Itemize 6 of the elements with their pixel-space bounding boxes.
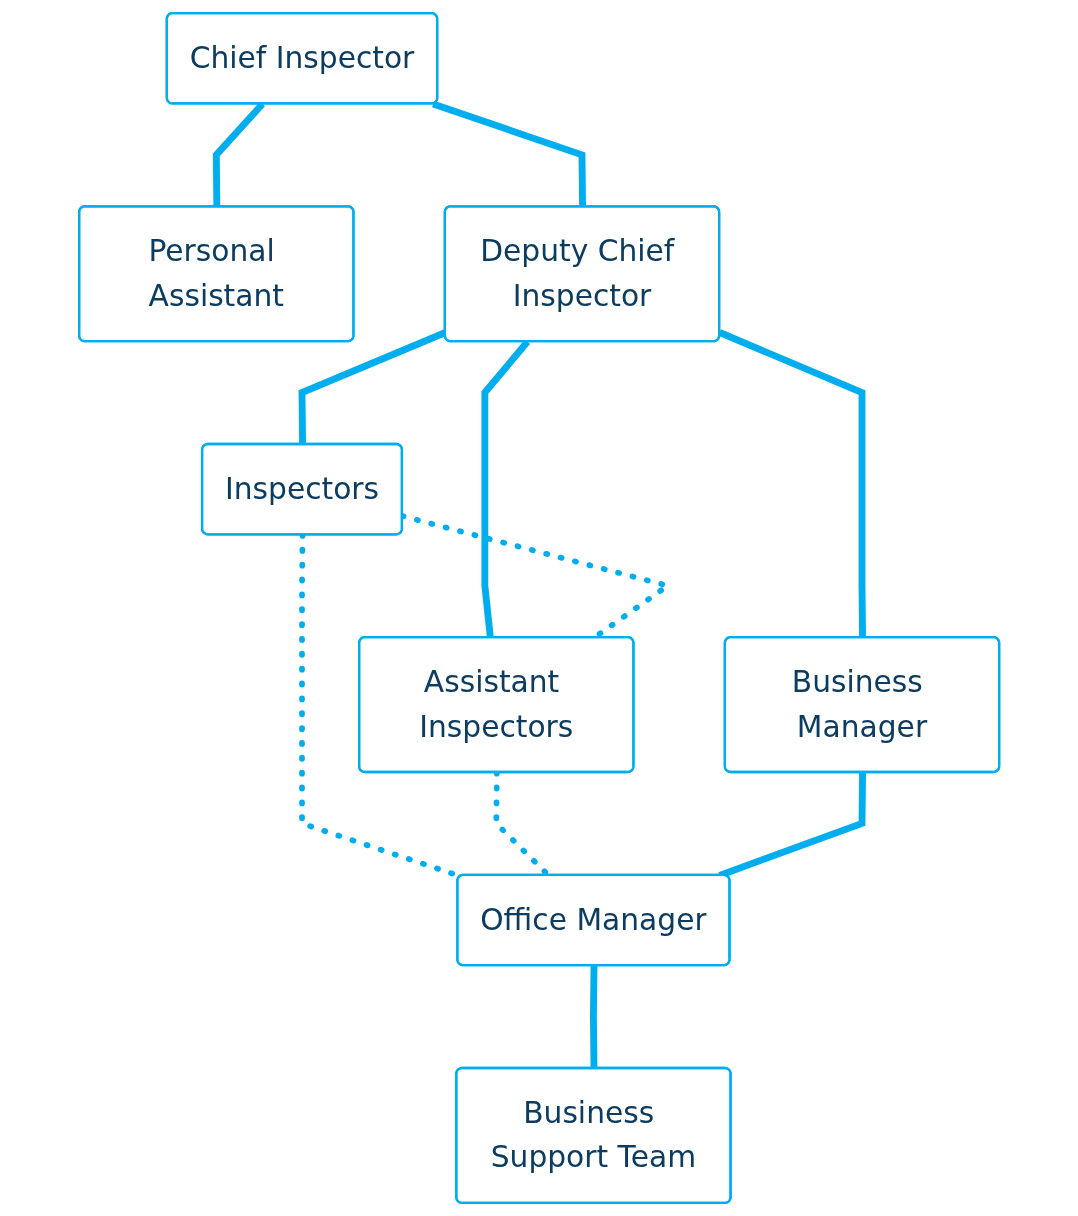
connector (431, 100, 586, 207)
connector (589, 965, 598, 1069)
connector (718, 329, 866, 638)
connector (481, 339, 530, 639)
connector (718, 772, 866, 879)
connector (298, 329, 447, 445)
